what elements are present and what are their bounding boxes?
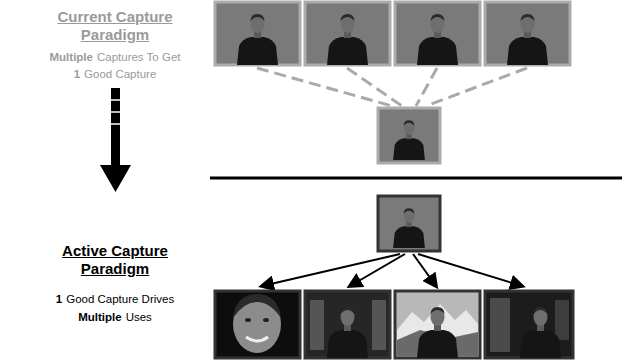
emphasis-word: Multiple xyxy=(50,51,93,63)
good-capture-photo xyxy=(378,196,440,251)
emphasis-number: 1 xyxy=(56,293,62,305)
dashed-converge-line xyxy=(257,68,527,106)
use-photo xyxy=(485,291,573,358)
section-title: Current Capture Paradigm xyxy=(57,8,172,43)
text-row: Current Capture Paradigm xyxy=(40,8,190,44)
text-row: Multiple Captures To Get xyxy=(10,50,220,65)
use-photo xyxy=(215,291,300,358)
emphasis-number: 1 xyxy=(74,68,80,80)
capture-photo xyxy=(395,2,480,65)
use-photo xyxy=(305,291,390,358)
caption-text: Good Capture xyxy=(84,68,156,80)
text-row: 1 Good Capture Drives xyxy=(10,292,220,307)
section-title: Active Capture Paradigm xyxy=(62,242,168,277)
caption-text: Captures To Get xyxy=(97,51,181,63)
use-photo xyxy=(395,291,480,358)
capture-photo xyxy=(305,2,390,65)
divider-line xyxy=(210,177,622,180)
text-row: Multiple Uses xyxy=(10,310,220,325)
text-row: 1 Good Capture xyxy=(10,67,220,82)
paradigm-arrow xyxy=(100,88,131,192)
capture-photo xyxy=(215,2,300,65)
caption-text: Good Capture Drives xyxy=(66,293,174,305)
text-row: Active Capture Paradigm xyxy=(40,242,190,278)
emphasis-word: Multiple xyxy=(78,311,121,323)
caption-text: Uses xyxy=(126,311,152,323)
good-capture-photo xyxy=(378,108,440,163)
capture-photo xyxy=(485,2,570,65)
fan-out-arrow xyxy=(262,254,522,286)
